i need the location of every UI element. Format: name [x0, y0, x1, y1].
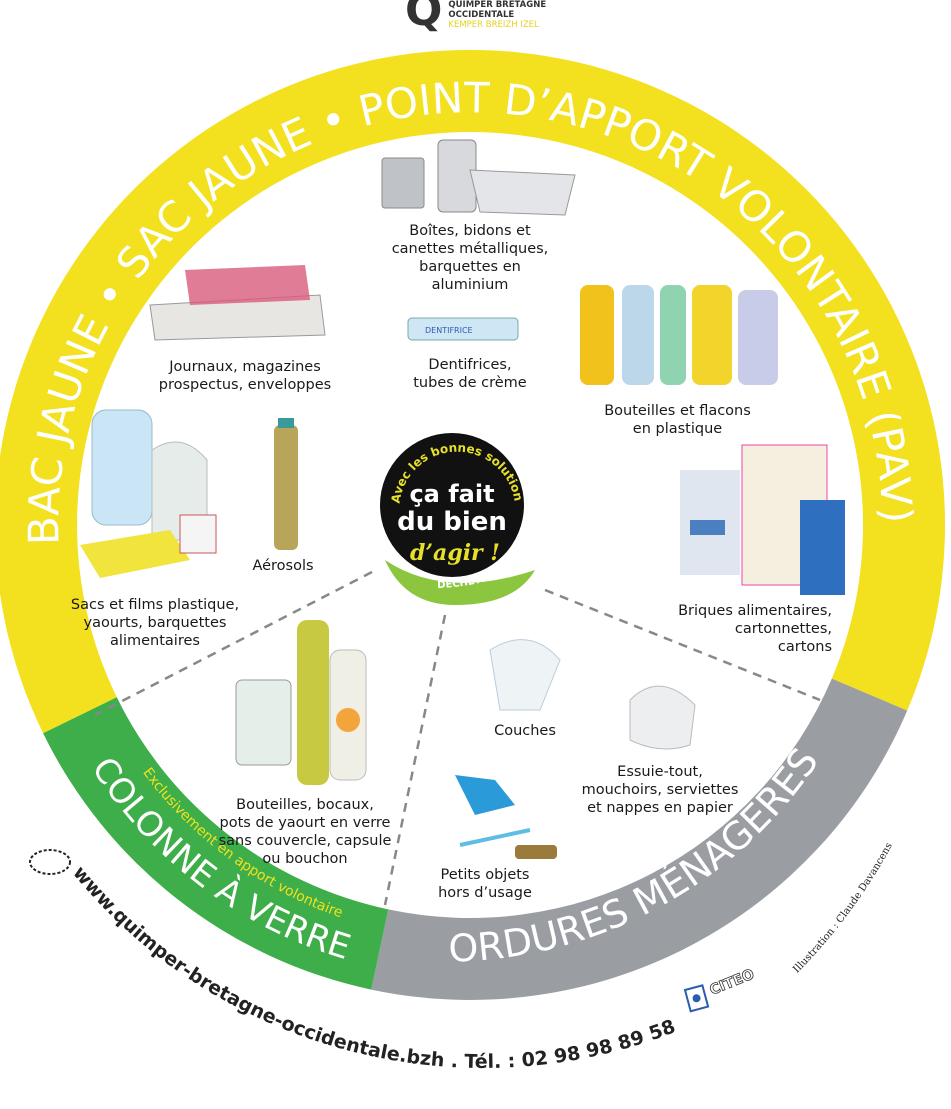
sector-dividers [94, 570, 821, 906]
label-plastic-bottles: Bouteilles et flacons en plastique [604, 403, 751, 437]
label-small-objects: Petits objets hors d’usage [438, 867, 532, 901]
logo-line1: ça fait [409, 480, 494, 508]
illustration-credit: Illustration : Claude Davancens [791, 841, 895, 975]
hedgehog-mascot-icon [29, 849, 71, 875]
label-papers: Journaux, magazines prospectus, envelopp… [158, 359, 332, 393]
label-glass: Bouteilles, bocaux, pots de yaourt en ve… [218, 797, 392, 867]
org-name-line2: OCCIDENTALE [448, 10, 515, 20]
label-tubes: Dentifrices, tubes de crème [413, 357, 527, 391]
divider-line [94, 570, 373, 717]
aerosol-illustration [274, 418, 298, 550]
org-logo: Q QUIMPER BRETAGNE OCCIDENTALE KEMPER BR… [405, 0, 547, 36]
toothpaste-tube-illustration: DENTIFRICE [407, 317, 519, 341]
diapers-illustration [489, 639, 561, 711]
divider-line [383, 614, 447, 906]
org-name-line1: QUIMPER BRETAGNE [448, 0, 547, 10]
divider-line [544, 588, 821, 702]
label-films: Sacs et films plastique, yaourts, barque… [70, 597, 240, 649]
citeo-logo: CITEO [708, 966, 757, 998]
ademe-logo [683, 984, 710, 1013]
logo-mark-icon: Q [405, 0, 443, 36]
label-tissues: Essuie-tout, mouchoirs, serviettes et na… [581, 764, 739, 816]
metal-cans-illustration [381, 139, 576, 216]
gray-band [371, 678, 908, 1000]
label-aerosols: Aérosols [252, 558, 314, 574]
newspapers-illustration [149, 265, 326, 341]
small-objects-illustration [455, 775, 557, 859]
yellow-band [0, 49, 945, 734]
plastic-films-illustration [80, 409, 217, 578]
plastic-bottles-illustration [580, 285, 778, 385]
glass-illustration [235, 620, 367, 785]
logo-line3: d’agir ! [410, 540, 500, 566]
label-metal: Boîtes, bidons et canettes métalliques, … [391, 223, 549, 293]
cartons-illustration [680, 444, 845, 595]
green-band [43, 697, 389, 990]
tissues-illustration [629, 685, 696, 750]
label-couches: Couches [494, 723, 556, 739]
label-cartons: Briques alimentaires, cartonnettes, cart… [678, 603, 832, 655]
org-name-breton: KEMPER BREIZH IZEL [448, 20, 539, 30]
logo-line2: du bien [397, 507, 507, 537]
toothpaste-brand: DENTIFRICE [425, 326, 473, 335]
